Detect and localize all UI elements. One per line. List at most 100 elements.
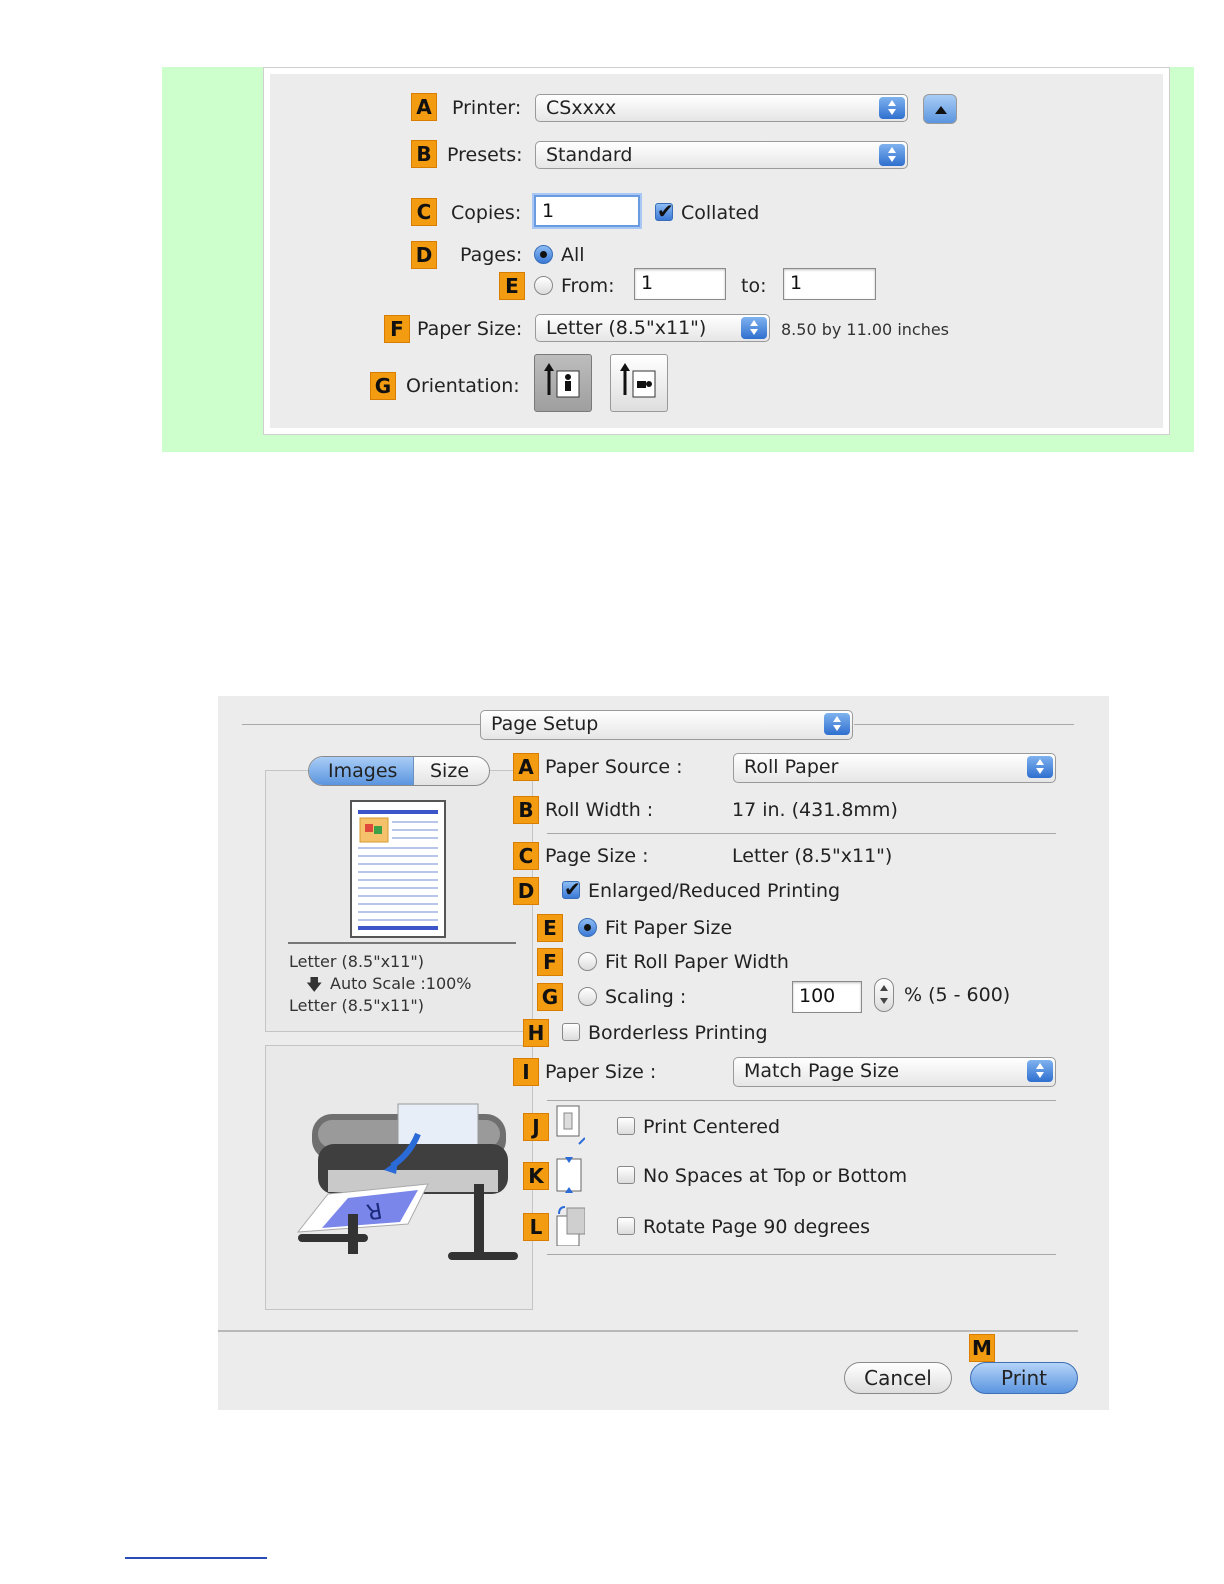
collated-label: Collated	[681, 202, 760, 224]
divider	[288, 942, 516, 944]
badge-g: G	[370, 372, 396, 400]
paper-size-label: Paper Size:	[417, 318, 523, 340]
preview-output-size: Letter (8.5"x11")	[289, 996, 425, 1015]
badge-a: A	[513, 753, 539, 781]
print-dialog: A Printer: CSxxxx B Presets: Standard C …	[263, 67, 1170, 435]
paper-size-label: Paper Size :	[545, 1061, 657, 1083]
no-spaces-checkbox[interactable]	[617, 1166, 635, 1184]
orientation-portrait-button[interactable]	[534, 354, 592, 412]
preview-scale: Auto Scale :100%	[330, 974, 472, 993]
presets-label: Presets:	[447, 144, 523, 166]
collated-checkbox[interactable]	[655, 199, 674, 223]
panel-menu-value: Page Setup	[491, 713, 599, 735]
paper-size-value: Letter (8.5"x11")	[546, 317, 707, 339]
popup-arrows-icon	[741, 317, 767, 339]
printer-value: CSxxxx	[546, 97, 617, 119]
badge-c: C	[513, 842, 539, 870]
divider	[547, 1100, 1056, 1101]
tab-size-label[interactable]: Size	[430, 760, 470, 782]
cancel-button[interactable]: Cancel	[844, 1362, 952, 1394]
popup-arrows-icon	[824, 713, 850, 735]
tab-images[interactable]	[309, 757, 414, 785]
badge-j: J	[523, 1113, 549, 1141]
printer-popup[interactable]: CSxxxx	[535, 94, 908, 122]
view-segmented-control	[308, 756, 490, 786]
popup-arrows-icon	[1027, 756, 1053, 778]
divider	[218, 1330, 1078, 1332]
badge-f: F	[537, 948, 563, 976]
tab-images-label[interactable]: Images	[328, 760, 398, 782]
scaling-value: 100	[799, 985, 836, 1007]
paper-size-popup[interactable]: Match Page Size	[733, 1057, 1056, 1087]
paper-size-value: Match Page Size	[744, 1060, 900, 1082]
from-label: From:	[561, 275, 615, 297]
enlarged-reduced-checkbox[interactable]	[562, 877, 581, 901]
fit-roll-width-radio[interactable]	[578, 952, 597, 971]
svg-text:R: R	[364, 1196, 383, 1223]
page-preview-icon	[350, 800, 446, 938]
fit-paper-size-radio[interactable]	[578, 918, 597, 937]
scaling-stepper[interactable]	[874, 978, 894, 1012]
presets-value: Standard	[546, 144, 633, 166]
to-label: to:	[741, 275, 767, 297]
badge-e: E	[499, 272, 525, 300]
disclosure-button[interactable]	[923, 94, 957, 124]
no-spaces-icon	[556, 1157, 582, 1193]
panel-menu-popup[interactable]: Page Setup	[480, 710, 853, 740]
print-centered-checkbox[interactable]	[617, 1117, 635, 1135]
divider	[547, 1254, 1056, 1255]
rotate-page-icon	[556, 1206, 585, 1246]
roll-width-label: Roll Width :	[545, 799, 654, 821]
orientation-label: Orientation:	[406, 375, 520, 397]
to-input[interactable]: 1	[783, 268, 876, 300]
copies-input[interactable]: 1	[534, 195, 640, 227]
badge-i: I	[513, 1058, 539, 1086]
footer-link-underline[interactable]	[125, 1557, 267, 1559]
fit-paper-size-label: Fit Paper Size	[605, 917, 733, 939]
scaling-radio[interactable]	[578, 987, 597, 1006]
badge-d: D	[411, 241, 437, 269]
enlarged-reduced-label: Enlarged/Reduced Printing	[588, 880, 841, 902]
page-setup-dialog: Page Setup Images Size Letter (8.5"x11")…	[218, 696, 1109, 1410]
from-value: 1	[641, 272, 654, 294]
print-centered-label: Print Centered	[643, 1116, 781, 1138]
no-spaces-label: No Spaces at Top or Bottom	[643, 1165, 908, 1187]
copies-label: Copies:	[451, 202, 522, 224]
fit-roll-width-label: Fit Roll Paper Width	[605, 951, 789, 973]
badge-f: F	[384, 315, 410, 343]
badge-h: H	[523, 1019, 549, 1047]
scaling-input[interactable]: 100	[792, 981, 862, 1013]
badge-m: M	[969, 1334, 995, 1362]
roll-width-value: 17 in. (431.8mm)	[732, 799, 898, 821]
badge-d: D	[513, 877, 539, 905]
badge-l: L	[523, 1213, 549, 1241]
badge-b: B	[513, 796, 539, 824]
disclosure-triangle-icon	[935, 106, 947, 114]
rotate-checkbox[interactable]	[617, 1217, 635, 1235]
divider	[547, 833, 1056, 834]
badge-a: A	[411, 93, 437, 121]
pages-label: Pages:	[460, 244, 523, 266]
page-size-label: Page Size :	[545, 845, 649, 867]
rotate-label: Rotate Page 90 degrees	[643, 1216, 870, 1238]
popup-arrows-icon	[879, 97, 905, 119]
badge-e: E	[537, 914, 563, 942]
printer-label: Printer:	[452, 97, 522, 119]
divider	[242, 724, 481, 725]
print-button[interactable]: Print	[970, 1362, 1078, 1394]
paper-size-popup[interactable]: Letter (8.5"x11")	[535, 314, 770, 342]
portrait-icon	[544, 363, 580, 398]
pages-range-radio[interactable]	[534, 276, 553, 295]
printer-illustration: R	[296, 1103, 518, 1260]
copies-value: 1	[542, 200, 555, 222]
presets-popup[interactable]: Standard	[535, 141, 908, 169]
badge-b: B	[411, 140, 437, 168]
pages-all-radio[interactable]	[534, 245, 553, 264]
badge-c: C	[411, 198, 437, 226]
from-input[interactable]: 1	[634, 268, 726, 300]
paper-source-popup[interactable]: Roll Paper	[733, 753, 1056, 783]
borderless-checkbox[interactable]	[562, 1023, 580, 1041]
orientation-landscape-button[interactable]	[610, 354, 668, 412]
page-size-value: Letter (8.5"x11")	[732, 845, 893, 867]
borderless-label: Borderless Printing	[588, 1022, 768, 1044]
